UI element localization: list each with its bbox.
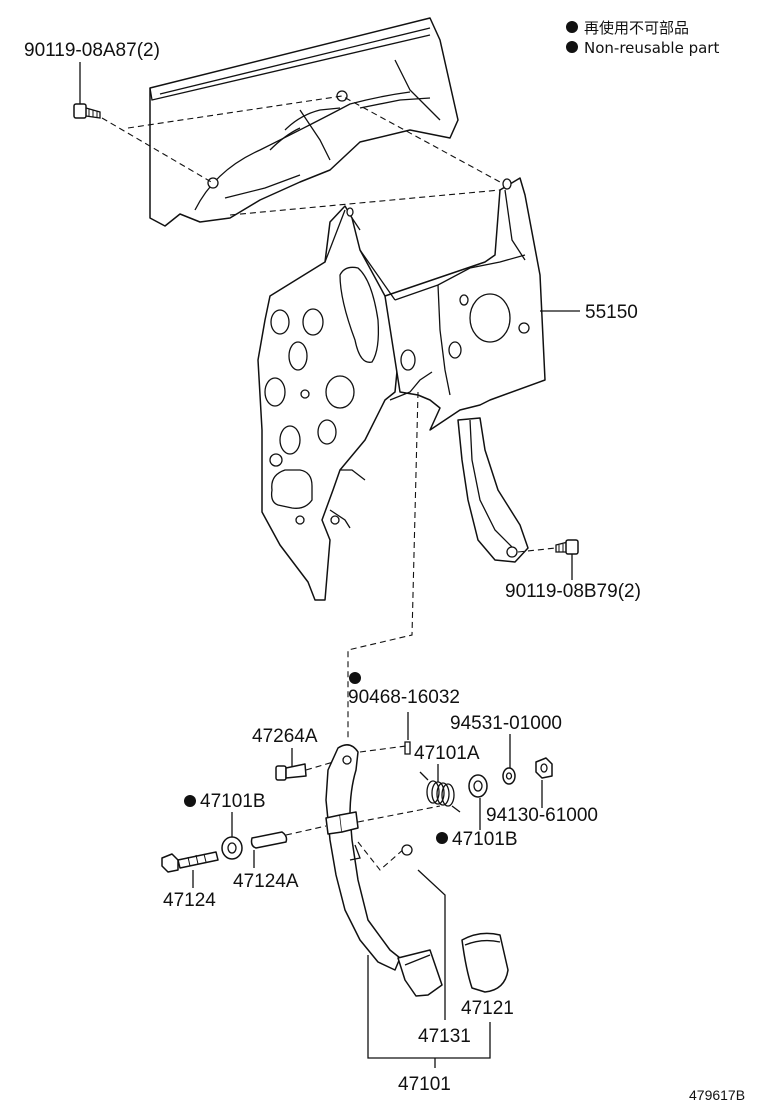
legend-dot-jp [566,21,578,33]
dash-top-1 [127,95,501,183]
dash-stopper [305,759,341,771]
legend: 再使用不可部品 Non-reusable part [566,19,719,57]
label-bushing-left: 47101B [200,791,266,812]
non-reusable-mark-bushing-left [184,795,196,807]
label-washer: 94531-01000 [450,713,562,734]
label-pin: 90468-16032 [348,687,460,708]
return-spring [419,771,461,813]
label-bolt-bottom: 47124 [163,890,216,911]
bushing-right [468,774,488,798]
legend-dot-en [566,41,578,53]
label-pedal-arm: 47131 [418,1026,471,1047]
legend-text-jp: 再使用不可部品 [584,19,689,37]
bracket-pedal-assy [367,955,491,1059]
nut [535,757,553,779]
pedal-pad [461,932,509,993]
label-nut: 94130-61000 [486,805,598,826]
dash-pin [359,745,407,753]
label-bracket: 55150 [585,302,638,323]
pedal-arm-pad-mount [397,949,443,997]
leader-pedal-arm [417,869,446,1020]
cowl-panel [149,17,459,227]
dash-bolt-top [101,117,214,184]
non-reusable-mark-pin [349,672,361,684]
diagram-ref-number: 479617B [689,1087,745,1103]
dash-top-2 [229,189,501,216]
bolt-bottom [161,851,219,873]
label-pedal-pad: 47121 [461,998,514,1019]
dash-vertical [347,391,419,738]
label-stopper-bolt: 47264A [252,726,318,747]
label-bushing-right: 47101B [452,829,518,850]
bushing-left [221,836,243,860]
pedal-arm [325,744,441,971]
stopper-bolt [275,763,307,781]
label-pedal-assy: 47101 [398,1074,451,1095]
bolt-right [517,539,579,580]
bolt-top [73,62,101,119]
label-bolt-top: 90119-08A87(2) [24,40,160,61]
label-collar: 47124A [233,871,299,892]
dash-collar [285,825,327,836]
washer [502,767,516,785]
pedal-bracket [257,177,546,601]
label-bushing-a: 47101A [414,743,480,764]
legend-text-en: Non-reusable part [584,39,719,57]
non-reusable-mark-bushing-right [436,832,448,844]
collar [250,831,288,849]
cotter-pin [404,741,411,755]
label-bolt-right: 90119-08B79(2) [505,581,641,602]
